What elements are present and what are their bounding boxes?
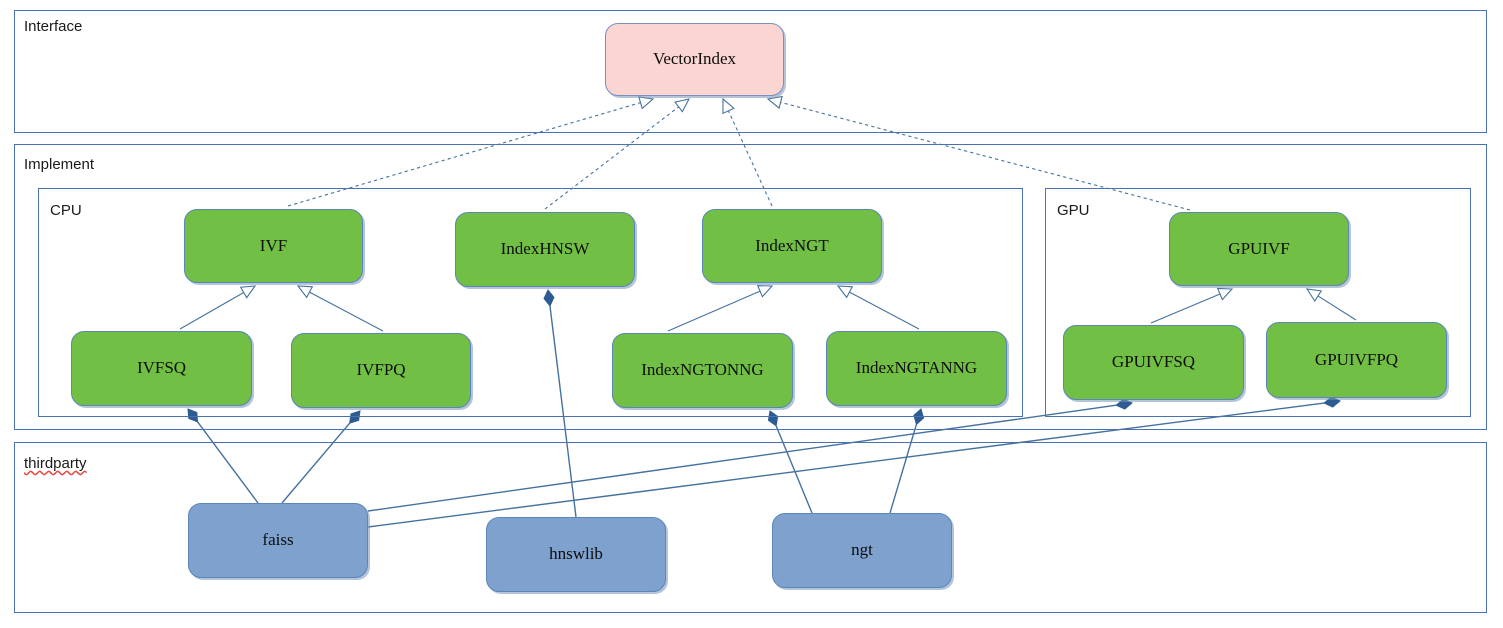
edge-ngt-to-indexngtonng: [767, 410, 813, 514]
frame-label-thirdparty: thirdparty: [24, 455, 87, 472]
node-faiss[interactable]: faiss: [188, 503, 368, 578]
edge-ivfsq-to-ivf: [179, 285, 257, 330]
frame-label-interface: Interface: [24, 18, 83, 35]
node-indexngtanng[interactable]: IndexNGTANNG: [826, 331, 1007, 406]
frame-cpu: [38, 188, 1023, 417]
node-ngt[interactable]: ngt: [772, 513, 952, 588]
frame-label-cpu: CPU: [50, 202, 82, 219]
edge-hnswlib-to-indexhnsw: [543, 289, 577, 518]
edge-indexngtonng-to-indexngt: [667, 285, 774, 332]
node-ivfpq[interactable]: IVFPQ: [291, 333, 471, 408]
frame-gpu: [1045, 188, 1471, 417]
node-indexhnsw[interactable]: IndexHNSW: [455, 212, 635, 287]
edge-faiss-to-gpuivfsq: [367, 398, 1133, 512]
edge-indexngtanng-to-indexngt: [836, 285, 920, 330]
hollow-triangle-marker: [239, 285, 257, 299]
frame-label-implement: Implement: [24, 156, 95, 173]
filled-diamond-marker: [1115, 398, 1133, 410]
edge-indexngt-to-vectorindex: [722, 97, 773, 207]
hollow-triangle-marker: [722, 97, 735, 115]
edge-gpuivfpq-to-gpuivf: [1305, 288, 1357, 321]
node-gpuivfpq[interactable]: GPUIVFPQ: [1266, 322, 1447, 398]
node-gpuivfsq[interactable]: GPUIVFSQ: [1063, 325, 1244, 400]
edge-gpuivfsq-to-gpuivf: [1150, 287, 1234, 324]
frame-interface: [14, 10, 1487, 133]
hollow-triangle-marker: [674, 98, 691, 113]
edge-indexhnsw-to-vectorindex: [544, 98, 691, 210]
filled-diamond-marker: [349, 410, 361, 424]
filled-diamond-marker: [767, 410, 779, 427]
node-ivf[interactable]: IVF: [184, 209, 363, 283]
node-hnswlib[interactable]: hnswlib: [486, 517, 666, 592]
node-indexngt[interactable]: IndexNGT: [702, 209, 882, 283]
filled-diamond-marker: [543, 289, 555, 307]
hollow-triangle-marker: [766, 95, 783, 110]
edge-faiss-to-gpuivfpq: [367, 396, 1341, 528]
frame-implement: [14, 144, 1487, 430]
hollow-triangle-marker: [756, 285, 774, 298]
edge-faiss-to-ivfpq: [281, 410, 361, 504]
edge-faiss-to-ivfsq: [187, 408, 259, 504]
frame-thirdparty: [14, 442, 1487, 613]
node-gpuivf[interactable]: GPUIVF: [1169, 212, 1349, 286]
hollow-triangle-marker: [1216, 287, 1234, 301]
filled-diamond-marker: [187, 408, 199, 423]
hollow-triangle-marker: [638, 96, 655, 110]
hollow-triangle-marker: [296, 285, 314, 299]
edge-ivf-to-vectorindex: [287, 96, 655, 207]
frame-label-gpu: GPU: [1057, 202, 1090, 219]
filled-diamond-marker: [1323, 396, 1341, 408]
edge-ivfpq-to-ivf: [296, 285, 384, 332]
node-ivfsq[interactable]: IVFSQ: [71, 331, 252, 406]
node-vectorindex[interactable]: VectorIndex: [605, 23, 784, 96]
hollow-triangle-marker: [836, 285, 854, 299]
node-indexngtonng[interactable]: IndexNGTONNG: [612, 333, 793, 408]
hollow-triangle-marker: [1305, 288, 1323, 303]
edge-gpuivf-to-vectorindex: [766, 95, 1191, 211]
